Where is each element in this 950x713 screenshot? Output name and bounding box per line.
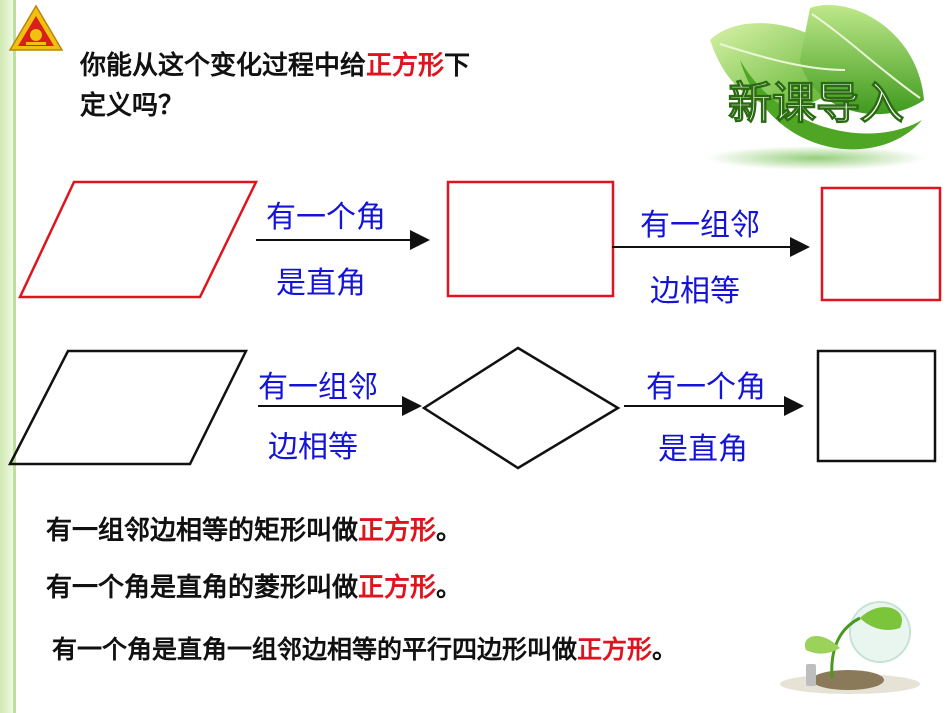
square-red bbox=[820, 186, 942, 302]
statement-1-highlight: 正方形 bbox=[358, 516, 437, 546]
statement-2-end: 。 bbox=[436, 573, 463, 603]
statement-2-text: 有一个角是直角的菱形叫做 bbox=[46, 573, 359, 603]
r2-arrow2-top-label: 有一个角 bbox=[646, 370, 766, 405]
leaf-badge: 新课导入 bbox=[706, 5, 926, 170]
question-part2: 下 bbox=[444, 51, 471, 81]
statement-2: 有一个角是直角的菱形叫做正方形。 bbox=[46, 567, 462, 604]
question-highlight: 正方形 bbox=[366, 51, 445, 81]
question-text: 你能从这个变化过程中给正方形下 定义吗？ bbox=[80, 46, 640, 126]
leaf-right bbox=[800, 5, 924, 115]
sprout-decoration-icon bbox=[780, 601, 920, 694]
statement-3: 有一个角是直角一组邻边相等的平行四边形叫做正方形。 bbox=[52, 630, 677, 666]
statement-3-highlight: 正方形 bbox=[577, 635, 653, 664]
r1-arrow1-top-label: 有一个角 bbox=[266, 200, 386, 235]
parallelogram-black bbox=[7, 349, 249, 466]
badge-label: 新课导入 bbox=[728, 78, 904, 129]
badge-shadow bbox=[706, 146, 926, 170]
statement-1: 有一组邻边相等的矩形叫做正方形。 bbox=[46, 510, 462, 547]
r1-arrow2-top-label: 有一组邻 bbox=[640, 208, 760, 243]
left-stripe-decoration bbox=[0, 0, 16, 713]
statement-3-text: 有一个角是直角一组邻边相等的平行四边形叫做 bbox=[52, 635, 578, 664]
statement-1-text: 有一组邻边相等的矩形叫做 bbox=[46, 516, 359, 546]
rhombus-black bbox=[421, 346, 621, 470]
parallelogram-red bbox=[18, 180, 258, 299]
emblem-icon bbox=[8, 4, 64, 51]
statement-2-highlight: 正方形 bbox=[358, 573, 437, 603]
leaf-bottom bbox=[740, 60, 922, 150]
r1-arrow1-bottom-label: 是直角 bbox=[276, 266, 366, 301]
question-part1: 你能从这个变化过程中给 bbox=[80, 51, 367, 81]
question-line2: 定义吗？ bbox=[80, 91, 185, 121]
square-black bbox=[816, 349, 937, 463]
statement-1-end: 。 bbox=[436, 516, 463, 546]
r2-arrow2-bottom-label: 是直角 bbox=[658, 432, 748, 467]
r2-arrow1-top-label: 有一组邻 bbox=[258, 370, 378, 405]
rectangle-red bbox=[446, 180, 615, 298]
r1-arrow2-bottom-label: 边相等 bbox=[650, 274, 740, 309]
r2-arrow1-bottom-label: 边相等 bbox=[268, 430, 358, 465]
statement-3-end: 。 bbox=[652, 635, 678, 664]
